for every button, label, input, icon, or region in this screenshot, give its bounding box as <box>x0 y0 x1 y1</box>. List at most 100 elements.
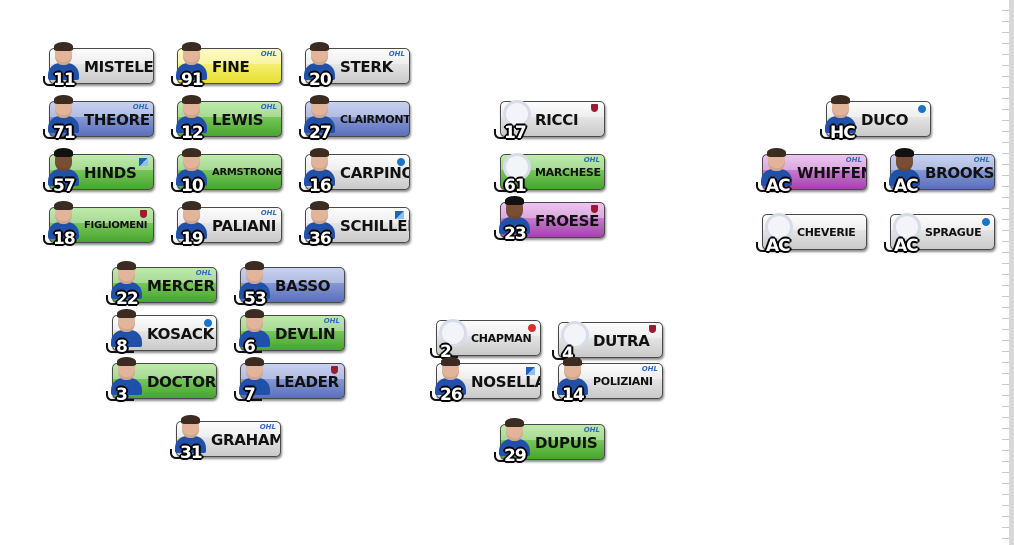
player-headshot <box>303 148 337 190</box>
hockey-stick-icon <box>884 242 912 252</box>
hockey-stick-icon <box>299 235 327 245</box>
player-name: CHEVERIE <box>797 226 856 239</box>
player-name: FINE <box>212 58 250 76</box>
jersey-number: 16 <box>309 176 332 196</box>
player-headshot <box>760 148 794 190</box>
hockey-stick-icon <box>106 343 134 353</box>
team-logo-placeholder-icon <box>888 208 922 250</box>
league-logo-icon <box>591 104 598 112</box>
hockey-stick-icon <box>494 129 522 139</box>
player-headshot <box>110 357 144 399</box>
league-logo-icon: OHL <box>388 50 405 58</box>
league-logo-icon <box>140 210 147 218</box>
league-logo-icon <box>528 324 536 332</box>
league-logo-icon: OHL <box>195 269 212 277</box>
player-headshot <box>47 42 81 84</box>
team-logo-placeholder-icon <box>498 148 532 190</box>
jersey-number: 22 <box>116 289 139 309</box>
hockey-stick-icon <box>756 242 784 252</box>
league-logo-icon <box>139 158 148 166</box>
player-name: HINDS <box>84 164 137 182</box>
player-card[interactable]: KOSACK 8 <box>106 309 218 357</box>
hockey-stick-icon <box>299 129 327 139</box>
hockey-stick-icon <box>494 182 522 192</box>
jersey-number: 6 <box>244 337 256 357</box>
jersey-number: 19 <box>181 229 204 249</box>
player-name: LEADER <box>275 373 339 391</box>
league-logo-icon <box>918 105 926 113</box>
player-name: KOSACK <box>147 325 214 343</box>
player-card[interactable]: SCHILLER36 <box>299 201 411 249</box>
team-logo-placeholder-icon <box>760 208 794 250</box>
player-headshot <box>434 357 468 399</box>
player-name: DEVLIN <box>275 325 336 343</box>
player-headshot <box>47 148 81 190</box>
card-plate: CARPINO <box>305 154 410 190</box>
jersey-number: AC <box>894 236 919 256</box>
player-name: THEORET <box>84 111 154 129</box>
hockey-stick-icon <box>43 235 71 245</box>
jersey-number: 4 <box>562 344 574 364</box>
player-name: DUCO <box>861 111 909 129</box>
player-headshot <box>175 201 209 243</box>
player-headshot <box>47 95 81 137</box>
scrollbar[interactable] <box>1002 0 1014 545</box>
player-name: CARPINO <box>340 164 410 182</box>
jersey-number: 20 <box>309 70 332 90</box>
player-card[interactable]: CARPINO 16 <box>299 148 411 196</box>
card-plate: FROESE <box>500 202 605 238</box>
team-logo-placeholder-icon <box>434 314 468 356</box>
jersey-number: 2 <box>440 342 452 362</box>
player-name: ARMSTRONG <box>212 167 282 178</box>
hockey-stick-icon <box>299 76 327 86</box>
hockey-stick-icon <box>43 129 71 139</box>
player-headshot <box>175 95 209 137</box>
player-name: NOSELLA <box>471 373 541 391</box>
player-name: CLAIRMONT <box>340 113 410 126</box>
player-name: GRAHAM <box>211 431 281 449</box>
hockey-stick-icon <box>494 230 522 240</box>
league-logo-icon: OHL <box>583 156 600 164</box>
hockey-stick-icon <box>170 449 198 459</box>
player-name: WHIFFEN <box>797 164 867 182</box>
jersey-number: 8 <box>116 337 128 357</box>
player-name: POLIZIANI <box>593 375 653 388</box>
player-name: SPRAGUE <box>925 226 982 239</box>
player-headshot <box>110 261 144 303</box>
hockey-stick-icon <box>552 391 580 401</box>
league-logo-icon <box>397 158 405 166</box>
league-logo-icon: OHL <box>583 426 600 434</box>
player-card[interactable]: SPRAGUE AC <box>884 213 996 256</box>
player-headshot <box>498 418 532 460</box>
